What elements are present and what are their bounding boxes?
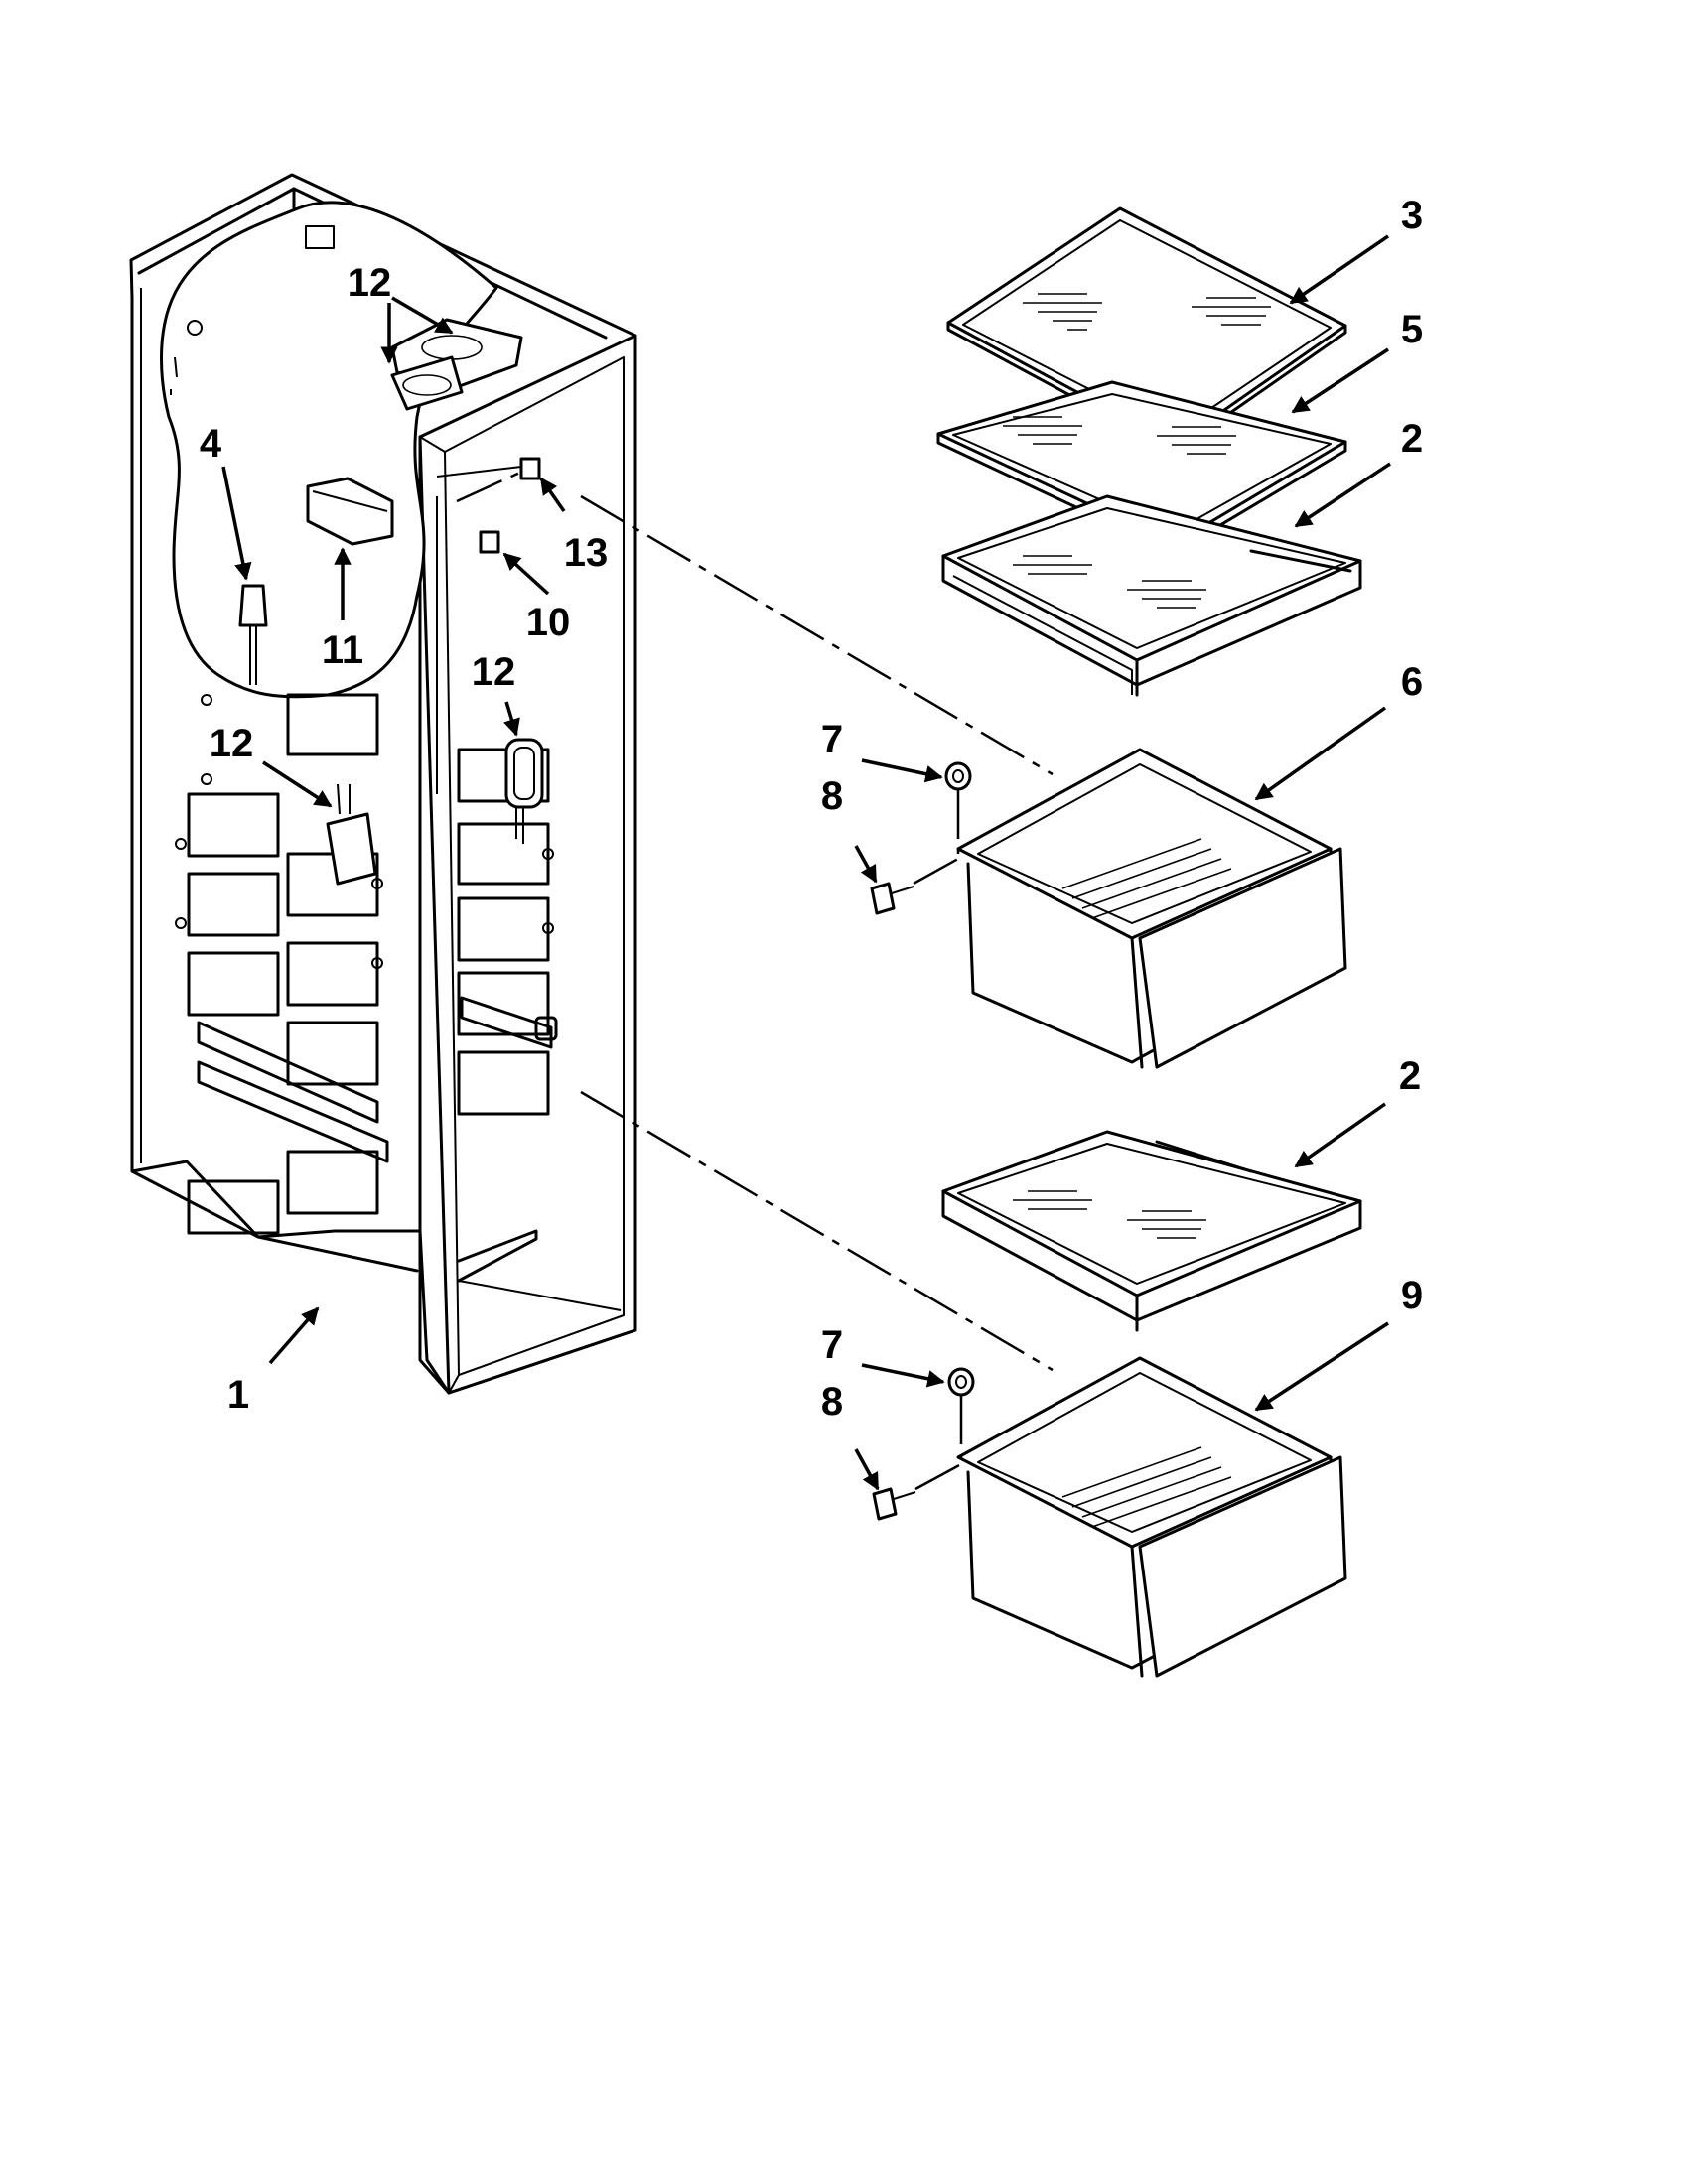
shelf-frame-part-2-lower	[941, 1130, 1362, 1332]
roller-part-7-upper	[944, 761, 972, 854]
callout-7-lower: 7	[821, 1323, 843, 1367]
right-wall-openings	[457, 748, 550, 1116]
callout-9: 9	[1401, 1274, 1423, 1317]
screw-part-8-upper	[870, 857, 959, 915]
callout-3: 3	[1401, 194, 1423, 237]
callout-11: 11	[322, 628, 363, 672]
callout-6: 6	[1401, 660, 1423, 704]
callout-2-lower: 2	[1399, 1054, 1421, 1098]
alignment-line-upper	[580, 494, 1054, 776]
alignment-line-lower	[580, 1090, 1054, 1372]
part-12-coil	[504, 738, 544, 809]
callout-13: 13	[564, 531, 609, 575]
crisper-drawer-part-9	[956, 1356, 1347, 1678]
callout-7-upper: 7	[821, 718, 843, 761]
callout-1: 1	[227, 1373, 249, 1417]
callout-12-left: 12	[210, 722, 254, 765]
screw-part-8-lower	[872, 1462, 962, 1521]
shelf-frame-part-2-upper	[941, 494, 1362, 697]
part-13-sensor	[519, 457, 541, 480]
roller-part-7-lower	[947, 1367, 975, 1459]
callout-5: 5	[1401, 308, 1423, 351]
callout-8-lower: 8	[821, 1380, 843, 1424]
callout-2-upper: 2	[1401, 417, 1423, 461]
callout-10: 10	[526, 601, 571, 644]
cabinet-liner	[129, 173, 637, 1395]
part-12-board-left	[326, 812, 377, 886]
left-wall-openings	[187, 693, 379, 1235]
callout-8-upper: 8	[821, 774, 843, 818]
part-4-socket	[238, 584, 268, 627]
callout-4: 4	[200, 422, 222, 466]
crisper-drawer-part-6	[956, 748, 1347, 1069]
part-10-sensor	[479, 530, 500, 554]
callout-12-top: 12	[348, 261, 392, 305]
callout-12-right: 12	[472, 650, 516, 694]
